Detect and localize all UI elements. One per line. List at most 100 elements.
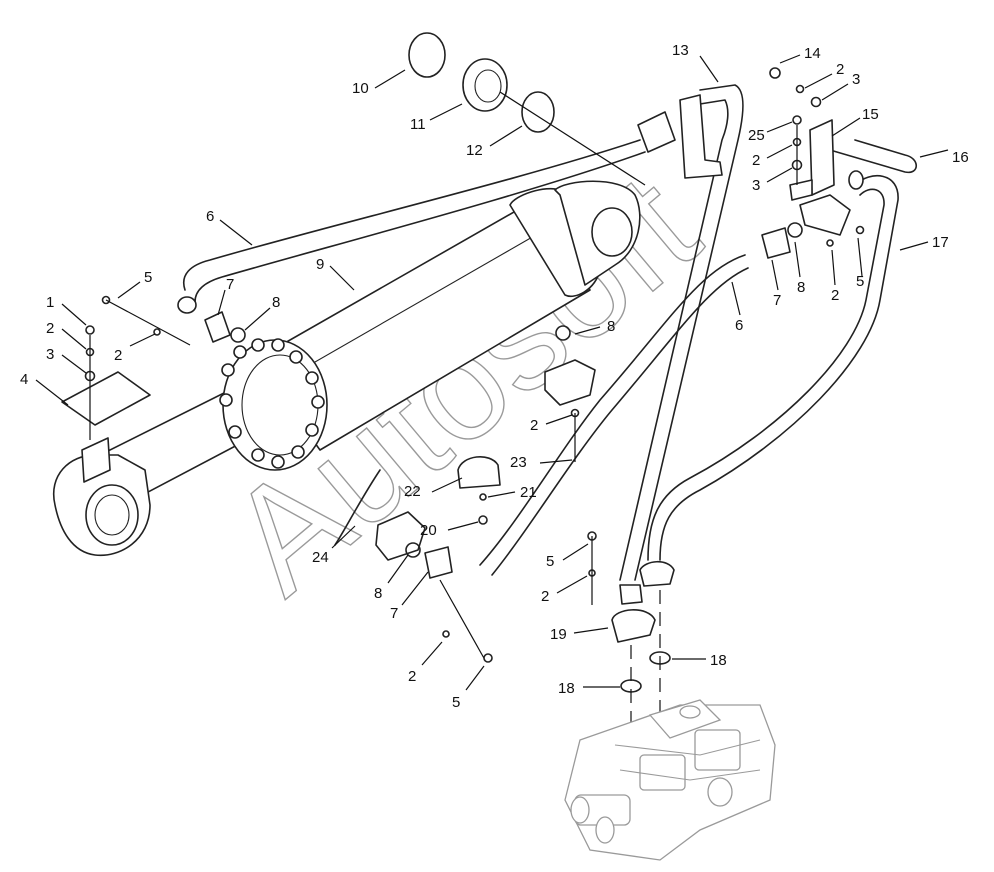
oring-8-lower xyxy=(405,542,421,558)
leader-4 xyxy=(35,379,69,406)
tube-17-flange xyxy=(639,560,675,587)
callout-16: 16 xyxy=(952,149,969,166)
callout-labels: 1 2 3 4 2 5 6 7 8 9 10 11 12 13 14 2 3 1… xyxy=(20,42,969,711)
flange-bolts xyxy=(219,338,325,469)
washer-3-top xyxy=(810,96,822,108)
leader-10 xyxy=(374,69,406,89)
leader-2g xyxy=(556,575,588,594)
callout-15: 15 xyxy=(862,106,879,123)
rear-trunnion-bore xyxy=(591,207,633,257)
washer-2-right xyxy=(826,239,834,247)
flange-19 xyxy=(611,609,656,643)
callout-5: 5 xyxy=(546,553,554,570)
callout-5: 5 xyxy=(144,269,152,286)
flange-7-left xyxy=(204,311,231,343)
callout-8: 8 xyxy=(272,294,280,311)
callout-24: 24 xyxy=(312,549,329,566)
hydraulic-cylinder xyxy=(52,180,641,557)
leader-21 xyxy=(487,491,516,498)
flange-bolt xyxy=(305,371,319,385)
callout-2: 2 xyxy=(46,320,54,337)
callout-3: 3 xyxy=(752,177,760,194)
rod-eye-bore-inner xyxy=(94,494,130,536)
leader-8b xyxy=(794,241,801,278)
hose-end-fitting xyxy=(177,296,197,314)
rod-eye-bore xyxy=(85,484,139,546)
callout-2: 2 xyxy=(408,668,416,685)
callout-10: 10 xyxy=(352,80,369,97)
clamp-plate-15 xyxy=(769,67,835,201)
callout-6: 6 xyxy=(735,317,743,334)
callout-7: 7 xyxy=(226,276,234,293)
leader-2a xyxy=(61,328,87,350)
callout-13: 13 xyxy=(672,42,689,59)
bolt-5-left-axis xyxy=(105,299,191,346)
callout-11: 11 xyxy=(410,116,426,133)
leader-16 xyxy=(919,149,949,158)
callout-25: 25 xyxy=(748,127,765,144)
tube-13-flange xyxy=(619,584,643,605)
flange-bolt xyxy=(289,350,303,364)
seal-11 xyxy=(462,58,508,112)
leader-12 xyxy=(489,125,523,147)
tube-13 xyxy=(619,84,744,581)
callout-17: 17 xyxy=(932,234,949,251)
leader-5b xyxy=(857,237,863,277)
oring-8-right xyxy=(787,222,803,238)
leader-6a xyxy=(219,219,253,246)
callout-21: 21 xyxy=(520,484,537,501)
flange-bolt xyxy=(291,445,305,459)
center-fittings xyxy=(334,325,596,663)
tube-17-outer xyxy=(659,175,899,561)
clamp-22 xyxy=(457,456,501,489)
leader-24 xyxy=(331,525,356,549)
flange-7-lower xyxy=(424,546,453,579)
callout-22: 22 xyxy=(404,483,421,500)
leader-3a xyxy=(61,354,87,374)
callout-2: 2 xyxy=(530,417,538,434)
leader-20 xyxy=(447,521,479,531)
plate-15-foot xyxy=(789,179,813,201)
valve-top-block xyxy=(648,699,722,739)
callout-4: 4 xyxy=(20,371,28,388)
callout-5: 5 xyxy=(856,273,864,290)
hose-6-upper-outer xyxy=(183,139,641,291)
bolt-5-lower xyxy=(483,653,493,663)
callout-8: 8 xyxy=(797,279,805,296)
callout-2: 2 xyxy=(831,287,839,304)
barrel-shading-line xyxy=(274,227,549,386)
leader-15 xyxy=(831,117,861,137)
tube-17 xyxy=(647,139,918,561)
callout-2: 2 xyxy=(836,61,844,78)
right-fittings xyxy=(479,194,865,576)
leader-2d xyxy=(766,144,793,159)
flange-bolt xyxy=(233,345,247,359)
leader-2f xyxy=(545,414,573,425)
leader-14 xyxy=(779,54,801,64)
callout-2: 2 xyxy=(752,152,760,169)
hose-top-fitting xyxy=(637,111,676,153)
callout-2: 2 xyxy=(541,588,549,605)
leader-2b xyxy=(129,333,156,347)
callout-18: 18 xyxy=(710,652,727,669)
flange-bolt xyxy=(228,425,242,439)
nut-14 xyxy=(769,67,781,79)
leader-9 xyxy=(329,265,355,291)
washer-2-top xyxy=(795,84,805,94)
flange-bolt xyxy=(305,423,319,437)
hose-6-upper-inner xyxy=(194,151,646,303)
tube-16-hook xyxy=(829,139,918,174)
seal-kit xyxy=(408,32,646,186)
callout-8: 8 xyxy=(374,585,382,602)
leader-11 xyxy=(429,103,463,121)
valve-spool-end-1 xyxy=(570,796,590,824)
valve-section-right xyxy=(694,729,741,771)
valve-port-top xyxy=(679,705,701,719)
hose-6-lower-outer xyxy=(479,254,746,566)
washer-2-left xyxy=(153,328,161,336)
leader-5d xyxy=(465,665,485,691)
callout-7: 7 xyxy=(390,605,398,622)
bracket-plate xyxy=(61,371,151,426)
tube-13-bracket xyxy=(679,94,723,179)
